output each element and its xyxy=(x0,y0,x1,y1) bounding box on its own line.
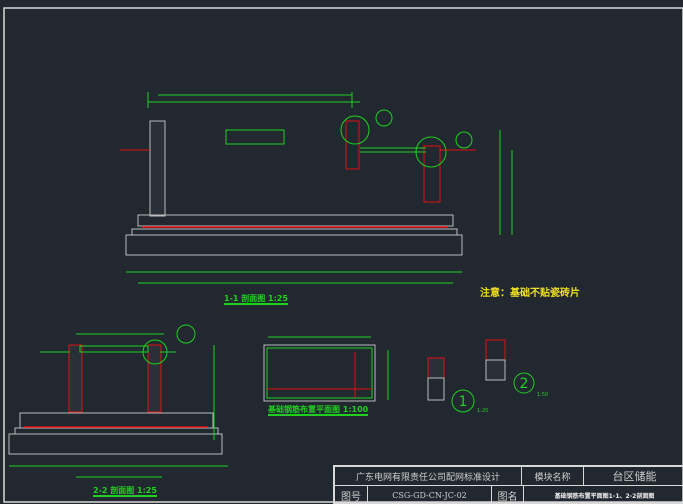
section-2-2 xyxy=(8,324,228,478)
company-name: 广东电网有限责任公司配网标准设计 xyxy=(335,467,522,486)
module-name: 台区储能 xyxy=(584,467,683,486)
drawing-name: 基础钢筋布置平面图1-1、2-2剖面图 xyxy=(554,492,655,500)
detail-2-label: 2 xyxy=(520,376,529,392)
foundation-note: 注意：基础不贴瓷砖片 xyxy=(480,288,580,299)
title-block: 广东电网有限责任公司配网标准设计 模块名称 台区储能 图号 CSG-GD-CN-… xyxy=(333,465,683,504)
section-1-caption: 1-1 剖面图 1:25 xyxy=(224,294,288,305)
detail-1-label: 1 xyxy=(459,394,468,410)
drawing-no: CSG-GD-CN-JC-02 xyxy=(368,486,492,504)
rebar-plan xyxy=(263,336,389,402)
section-1-1 xyxy=(120,92,513,284)
details xyxy=(427,339,535,413)
plan-caption: 基础钢筋布置平面图 1:100 xyxy=(268,405,369,416)
section-2-caption: 2-2 剖面图 1:25 xyxy=(93,486,157,497)
drawing-no-label: 图号 xyxy=(335,486,368,504)
drawing-name-label: 图名 xyxy=(492,486,524,504)
detail-2-scale: 1:50 xyxy=(537,392,548,398)
detail-1-scale: 1:20 xyxy=(477,408,488,414)
module-label: 模块名称 xyxy=(522,467,584,486)
